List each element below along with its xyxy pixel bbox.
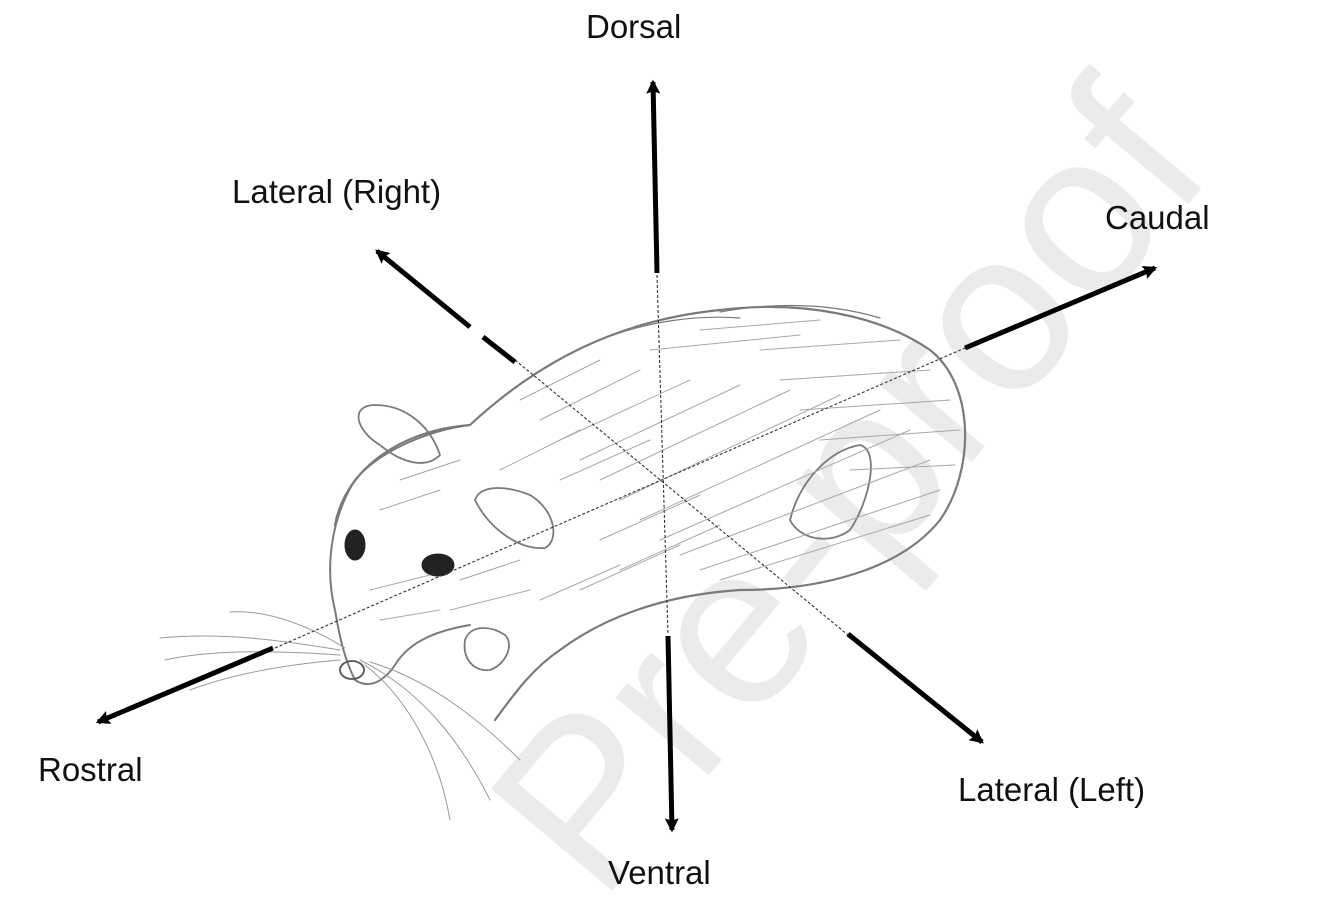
mouse-nose xyxy=(340,661,364,679)
mouse-ear-front xyxy=(475,488,553,548)
label-caudal: Caudal xyxy=(1105,201,1210,234)
dorsal-arrow xyxy=(653,82,657,273)
label-rostral: Rostral xyxy=(38,753,143,786)
lateral-right-arrow-b xyxy=(483,337,515,362)
lateral-right-arrow-a xyxy=(377,251,470,327)
label-ventral: Ventral xyxy=(608,856,711,889)
label-lateral-right: Lateral (Right) xyxy=(232,175,441,208)
label-lateral-left: Lateral (Left) xyxy=(958,773,1145,806)
lateral-left-arrow xyxy=(848,634,982,742)
mouse-paw xyxy=(465,628,509,670)
label-dorsal: Dorsal xyxy=(586,10,681,43)
mouse-eye-left xyxy=(345,530,365,560)
rostral-arrow xyxy=(98,648,273,722)
mouse-eye-right xyxy=(422,554,454,576)
